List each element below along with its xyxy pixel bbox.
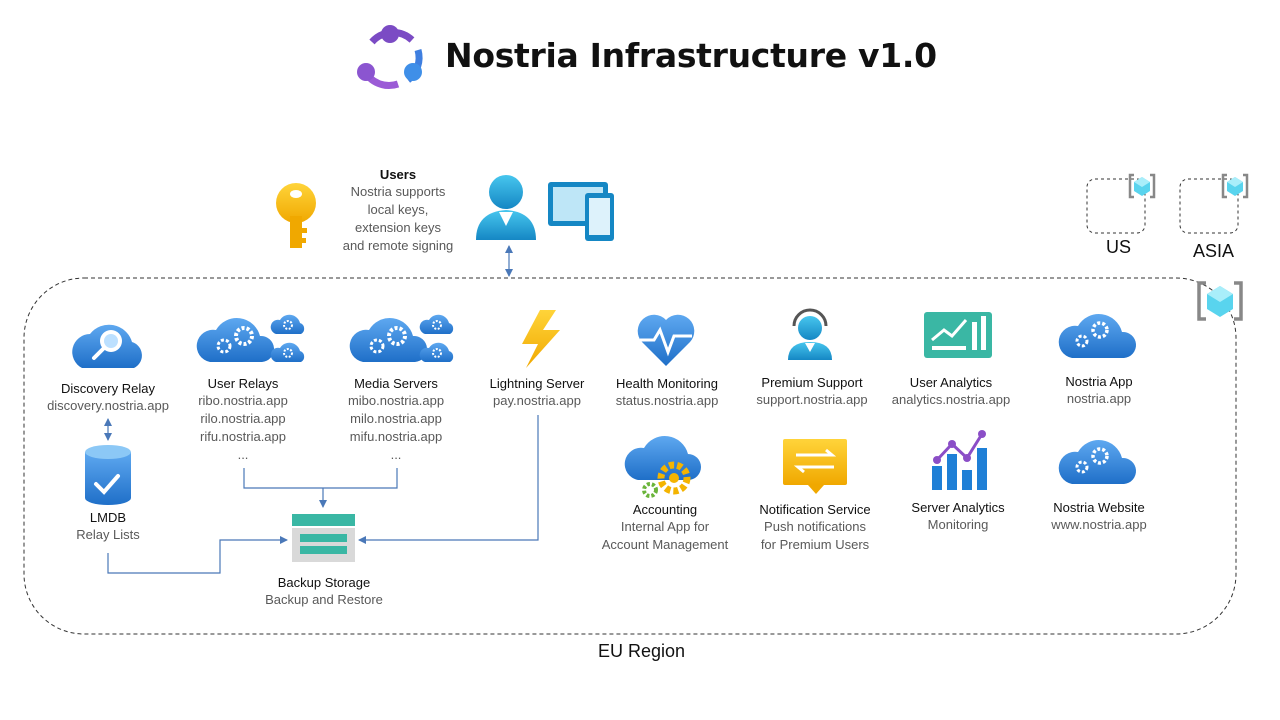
node-accounting: Accounting Internal App for Account Mana… — [602, 501, 728, 554]
bar-chart-icon — [932, 430, 987, 490]
node-health-monitoring: Health Monitoring status.nostria.app — [616, 375, 719, 410]
node-subtitle: Monitoring — [927, 517, 989, 532]
node-subtitle: rifu.nostria.app — [200, 429, 286, 444]
node-lmdb: LMDB Relay Lists — [76, 509, 140, 544]
node-subtitle: mifu.nostria.app — [349, 429, 443, 444]
node-subtitle: analytics.nostria.app — [891, 392, 1011, 407]
region-label-asia: ASIA — [1193, 241, 1235, 261]
lmdb-backup-connector — [107, 536, 288, 574]
node-subtitle: nostria.app — [1066, 391, 1132, 406]
users-line: extension keys — [354, 220, 441, 235]
node-title: Notification Service — [759, 502, 871, 517]
eu-region-frame — [23, 277, 1237, 635]
node-subtitle: rilo.nostria.app — [200, 411, 286, 426]
node-subtitle: mibo.nostria.app — [347, 393, 445, 408]
region-bracket-icon — [1128, 173, 1156, 199]
us-region-frame — [1086, 178, 1146, 234]
node-subtitle: Relay Lists — [76, 527, 140, 542]
node-backup-storage: Backup Storage Backup and Restore — [265, 574, 383, 609]
node-subtitle: discovery.nostria.app — [47, 398, 169, 413]
support-agent-icon — [788, 308, 832, 360]
node-subtitle: Backup and Restore — [265, 592, 383, 607]
node-title: Media Servers — [354, 376, 438, 391]
region-label-eu: EU Region — [598, 641, 686, 661]
users-line: local keys, — [367, 202, 429, 217]
node-premium-support: Premium Support support.nostria.app — [756, 374, 867, 409]
node-subtitle: Internal App for — [620, 519, 710, 534]
node-title: Health Monitoring — [616, 376, 718, 391]
relays-media-connector — [243, 468, 398, 489]
node-title: Server Analytics — [911, 500, 1005, 515]
heart-pulse-icon — [637, 314, 695, 366]
node-title: Premium Support — [761, 375, 863, 390]
node-subtitle: milo.nostria.app — [350, 411, 442, 426]
node-server-analytics: Server Analytics Monitoring — [911, 499, 1004, 534]
node-subtitle: for Premium Users — [760, 537, 870, 552]
node-subtitle: pay.nostria.app — [493, 393, 581, 408]
node-title: User Analytics — [909, 375, 993, 390]
users-description: Users Nostria supports local keys, exten… — [343, 166, 454, 255]
node-subtitle: www.nostria.app — [1051, 517, 1147, 532]
node-title: Accounting — [632, 502, 698, 517]
cloud-gears-icon — [1058, 314, 1137, 358]
page-title: Nostria Infrastructure v1.0 — [445, 36, 937, 75]
node-nostria-website: Nostria Website www.nostria.app — [1051, 499, 1146, 534]
user-icon — [476, 175, 536, 240]
node-notification-service: Notification Service Push notifications … — [759, 501, 870, 554]
node-user-analytics: User Analytics analytics.nostria.app — [892, 374, 1011, 409]
cloud-gears-icon — [624, 436, 701, 498]
lightning-icon — [522, 310, 560, 368]
key-icon — [276, 183, 316, 248]
storage-icon — [292, 514, 355, 562]
node-user-relays: User Relays ribo.nostria.app rilo.nostri… — [198, 375, 288, 464]
node-subtitle: support.nostria.app — [756, 392, 868, 407]
asia-region-frame — [1179, 178, 1239, 234]
node-lightning-server: Lightning Server pay.nostria.app — [490, 375, 585, 410]
users-title: Users — [379, 167, 417, 182]
node-subtitle: ribo.nostria.app — [198, 393, 288, 408]
node-subtitle: status.nostria.app — [615, 393, 719, 408]
devices-icon — [548, 182, 614, 241]
node-subtitle: ... — [237, 447, 249, 462]
lightning-backup-connector — [358, 415, 539, 544]
region-bracket-icon — [1221, 173, 1249, 199]
region-label-us: US — [1106, 237, 1132, 257]
node-discovery-relay: Discovery Relay discovery.nostria.app — [47, 380, 169, 415]
search-cloud-icon — [72, 324, 142, 368]
cloud-gears-icon — [349, 314, 454, 362]
node-subtitle: ... — [390, 447, 402, 462]
region-bracket-icon — [1197, 281, 1243, 321]
node-subtitle: Account Management — [601, 537, 729, 552]
node-title: Nostria Website — [1053, 500, 1145, 515]
node-title: Lightning Server — [489, 376, 585, 391]
node-media-servers: Media Servers mibo.nostria.app milo.nost… — [348, 375, 444, 464]
node-title: Discovery Relay — [61, 381, 155, 396]
analytics-board-icon — [924, 312, 992, 358]
node-subtitle: Push notifications — [764, 519, 866, 534]
node-title: Backup Storage — [277, 575, 371, 590]
node-nostria-app: Nostria App nostria.app — [1065, 373, 1132, 408]
node-title: User Relays — [207, 376, 279, 391]
cloud-gears-icon — [196, 314, 305, 362]
node-title: Nostria App — [1065, 374, 1133, 389]
nostria-logo-icon — [357, 25, 423, 89]
users-line: and remote signing — [342, 238, 454, 253]
node-title: LMDB — [89, 510, 127, 525]
users-line: Nostria supports — [350, 184, 446, 199]
notification-icon — [783, 439, 847, 494]
database-icon — [85, 445, 131, 505]
cloud-gears-icon — [1058, 440, 1137, 484]
